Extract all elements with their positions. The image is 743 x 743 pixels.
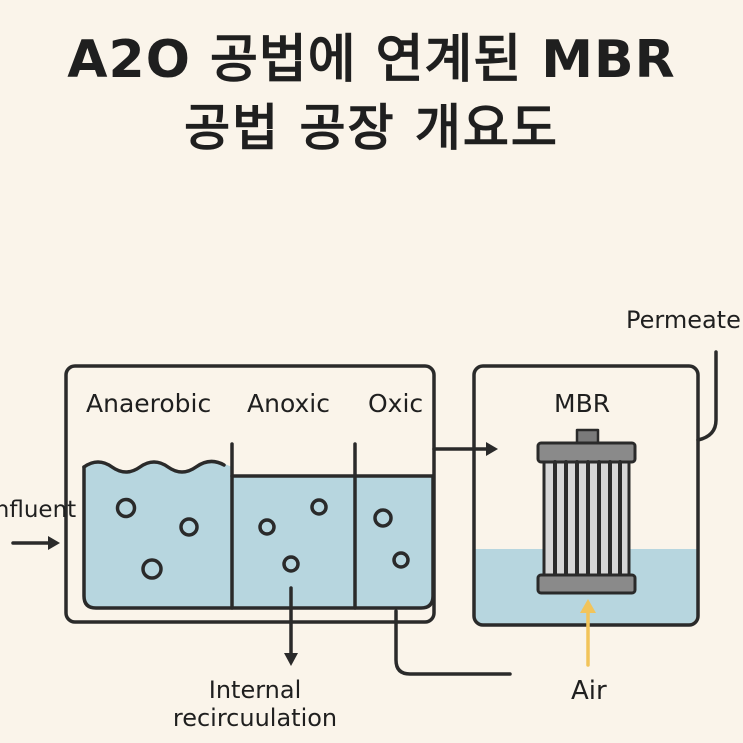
bubble-icon [282,555,300,573]
air-label: Air [571,676,607,706]
flow-arrow-icon [486,442,498,456]
zone-label-oxic: Oxic [368,389,424,418]
permeate-label: Permeate [626,306,741,334]
flow-arrow-icon [580,599,596,613]
influent-label: Influent [0,497,77,523]
internal-recirculation-line2: recircuulation [172,704,338,732]
anaerobic-water [84,462,232,608]
a2o-inner-tank [82,465,435,610]
mbr-label: MBR [554,389,611,418]
anaerobic-water-surface [82,459,226,474]
membrane-module-icon [536,428,637,595]
internal-recirculation-label: Internal recircuulation [150,676,360,732]
internal-recirculation-line1: Internal [208,676,302,704]
page-subtitle: 공법 공장 개요도 [184,99,559,157]
oxic-water [355,476,433,608]
flow-arrow-icon [284,653,298,666]
bubble-icon [258,518,276,536]
zone-label-anaerobic: Anaerobic [86,389,212,418]
permeate-pipe [696,350,718,442]
bubble-icon [141,558,163,580]
bubble-icon [115,497,137,519]
anoxic-water [232,476,355,608]
return-pipe [394,609,512,676]
page-title: A2O 공법에 연계된 MBR [67,30,676,90]
bubble-icon [179,517,199,537]
zone-label-anoxic: Anoxic [247,389,330,418]
flow-arrow-icon [48,536,60,550]
bubble-icon [310,498,328,516]
mbr-tank [472,364,700,627]
bubble-icon [373,508,393,528]
bubble-icon [392,551,410,569]
